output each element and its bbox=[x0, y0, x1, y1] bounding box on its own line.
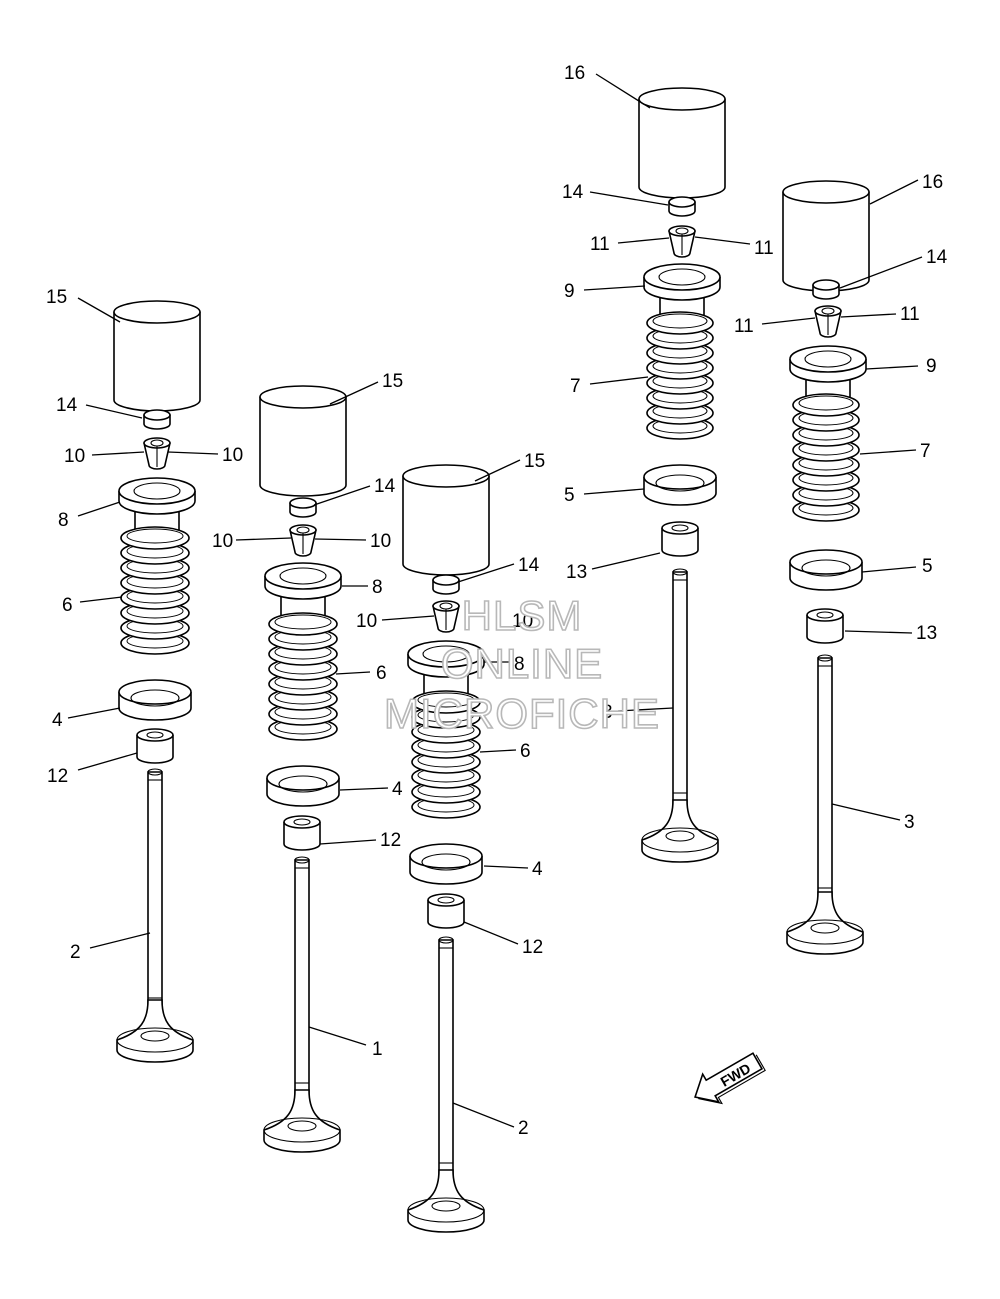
callout-13: 13 bbox=[916, 623, 937, 644]
callout-3: 3 bbox=[904, 812, 915, 833]
callout-14: 14 bbox=[374, 476, 396, 497]
watermark-line-1: HLSM bbox=[462, 592, 583, 639]
callout-2: 2 bbox=[70, 942, 81, 963]
valve-stem-d bbox=[672, 571, 688, 806]
valve-stem-b bbox=[294, 859, 310, 1096]
callout-11: 11 bbox=[734, 316, 754, 337]
valve-set-a bbox=[113, 300, 201, 1063]
valve-stem-c bbox=[438, 939, 454, 1176]
callout-14: 14 bbox=[518, 555, 540, 576]
valve-head-b bbox=[263, 1089, 341, 1153]
seat-d bbox=[643, 464, 717, 506]
valve-head-d bbox=[641, 799, 719, 863]
spring-a bbox=[120, 526, 190, 655]
callout-12: 12 bbox=[47, 766, 68, 787]
callout-16: 16 bbox=[922, 172, 943, 193]
watermark-line-2: ONLINE bbox=[441, 640, 603, 687]
callout-6: 6 bbox=[376, 663, 387, 684]
callouts: 15 14 10 10 8 6 4 12 2 15 14 10 10 8 6 4… bbox=[46, 63, 948, 1139]
tappet-c bbox=[402, 464, 490, 576]
callout-12: 12 bbox=[522, 937, 543, 958]
valve-head-e bbox=[786, 891, 864, 955]
callout-5: 5 bbox=[564, 485, 575, 506]
callout-1: 1 bbox=[372, 1039, 383, 1060]
callout-6: 6 bbox=[520, 741, 531, 762]
leader-lines bbox=[67, 73, 923, 1128]
callout-4: 4 bbox=[532, 859, 543, 880]
shim-b bbox=[289, 497, 317, 518]
cotter-e bbox=[814, 305, 842, 338]
spring-e bbox=[792, 393, 860, 522]
tappet-a bbox=[113, 300, 201, 412]
seat-c bbox=[409, 843, 483, 885]
tappet-e bbox=[782, 180, 870, 292]
callout-16: 16 bbox=[564, 63, 585, 84]
cotter-c bbox=[432, 600, 460, 633]
callout-4: 4 bbox=[392, 779, 403, 800]
callout-15: 15 bbox=[46, 287, 67, 308]
spring-c bbox=[411, 690, 481, 819]
callout-5: 5 bbox=[922, 556, 933, 577]
callout-11: 11 bbox=[900, 304, 920, 325]
callout-10: 10 bbox=[370, 531, 391, 552]
seal-b bbox=[283, 815, 321, 851]
tappet-d bbox=[638, 87, 726, 199]
callout-10: 10 bbox=[222, 445, 243, 466]
callout-12: 12 bbox=[380, 830, 401, 851]
callout-9: 9 bbox=[564, 281, 575, 302]
shim-d bbox=[668, 196, 696, 217]
callout-15: 15 bbox=[524, 451, 545, 472]
cotter-a bbox=[143, 437, 171, 470]
seal-c bbox=[427, 893, 465, 929]
valve-head-a bbox=[116, 999, 194, 1063]
callout-8: 8 bbox=[372, 577, 383, 598]
valve-head-c bbox=[407, 1169, 485, 1233]
valve-stem-e bbox=[817, 657, 833, 901]
callout-11: 11 bbox=[754, 238, 774, 259]
seal-e bbox=[806, 608, 844, 644]
seat-b bbox=[266, 765, 340, 807]
callout-9: 9 bbox=[926, 356, 937, 377]
callout-3: 3 bbox=[602, 702, 613, 723]
callout-10: 10 bbox=[512, 611, 533, 632]
seat-a bbox=[118, 679, 192, 721]
seat-e bbox=[789, 549, 863, 591]
valve-set-d bbox=[638, 87, 726, 863]
callout-14: 14 bbox=[562, 182, 584, 203]
callout-10: 10 bbox=[212, 531, 233, 552]
shim-c bbox=[432, 574, 460, 595]
callout-6: 6 bbox=[62, 595, 73, 616]
cotter-d bbox=[668, 225, 696, 258]
watermark-line-3: MICROFICHE bbox=[384, 690, 660, 737]
seal-d bbox=[661, 521, 699, 557]
callout-10: 10 bbox=[356, 611, 377, 632]
callout-4: 4 bbox=[52, 710, 63, 731]
shim-e bbox=[812, 279, 840, 300]
valve-stem-a bbox=[147, 771, 163, 1011]
valve-set-b bbox=[259, 385, 347, 1153]
valve-set-c bbox=[402, 464, 490, 1233]
spring-b bbox=[268, 612, 338, 741]
callout-2: 2 bbox=[518, 1118, 529, 1139]
callout-10: 10 bbox=[64, 446, 85, 467]
callout-8: 8 bbox=[58, 510, 69, 531]
watermark: HLSM ONLINE MICROFICHE bbox=[383, 591, 660, 738]
shim-a bbox=[143, 409, 171, 430]
callout-11: 11 bbox=[590, 234, 610, 255]
spring-d bbox=[646, 311, 714, 440]
valve-set-e bbox=[782, 180, 870, 955]
callout-15: 15 bbox=[382, 371, 403, 392]
callout-13: 13 bbox=[566, 562, 587, 583]
callout-7: 7 bbox=[920, 441, 931, 462]
callout-14: 14 bbox=[56, 395, 78, 416]
seal-a bbox=[136, 728, 174, 764]
callout-7: 7 bbox=[570, 376, 581, 397]
callout-8: 8 bbox=[514, 654, 525, 675]
fwd-direction-arrow: FWD bbox=[694, 1052, 766, 1105]
callout-14: 14 bbox=[926, 247, 948, 268]
cotter-b bbox=[289, 524, 317, 557]
